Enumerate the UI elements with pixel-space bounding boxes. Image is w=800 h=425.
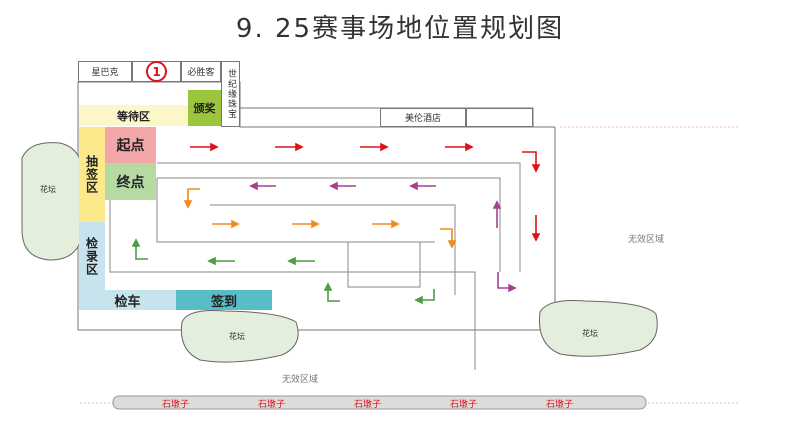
inspection-area: 检录区 bbox=[79, 222, 105, 290]
flower-bed-right-label: 花坛 bbox=[582, 329, 598, 338]
flower-bed-bottom-label: 花坛 bbox=[229, 332, 245, 341]
invalid-area-right: 无效区域 bbox=[628, 235, 665, 245]
waiting-area: 等待区 bbox=[79, 105, 188, 126]
finish-point: 终点 bbox=[105, 163, 156, 200]
stone-pier-label: 石墩子 bbox=[450, 400, 478, 410]
purple-arrows bbox=[249, 181, 517, 293]
page-title: 9. 25赛事场地位置规划图 bbox=[235, 14, 565, 44]
green-arrows bbox=[131, 238, 435, 305]
track-inner-line-2 bbox=[210, 204, 456, 295]
flower-bed-left-label: 花坛 bbox=[40, 185, 56, 194]
stone-pier-bar bbox=[112, 395, 647, 410]
shop-starbucks-label: 星巴克 bbox=[91, 68, 119, 78]
stone-pier-label: 石墩子 bbox=[546, 400, 574, 410]
hotel-label: 美伦酒店 bbox=[404, 114, 441, 124]
shop-jewelry: 世纪缘珠宝 bbox=[221, 61, 240, 127]
track-outer-line bbox=[157, 162, 521, 272]
checkin-area: 签到 bbox=[176, 290, 272, 310]
lottery-area: 抽签区 bbox=[79, 127, 105, 222]
vehicle-check-area: 检车 bbox=[79, 290, 176, 310]
flower-bed-bottom bbox=[180, 310, 299, 363]
start-point: 起点 bbox=[105, 127, 156, 163]
shop-kfc-label: 必胜客 bbox=[187, 68, 215, 78]
orange-arrows bbox=[183, 188, 457, 249]
award-area: 颁奖 bbox=[188, 90, 221, 126]
shop-marker-cell: 1 bbox=[132, 61, 181, 82]
track-inner-line-1 bbox=[157, 177, 501, 272]
shop-starbucks: 星巴克 bbox=[78, 61, 132, 82]
stone-pier-label: 石墩子 bbox=[354, 400, 382, 410]
flower-bed-left bbox=[21, 142, 84, 261]
red-arrows bbox=[190, 142, 541, 242]
hotel-annex bbox=[466, 108, 533, 127]
track-exit-line bbox=[109, 200, 476, 370]
location-marker-1: 1 bbox=[146, 61, 167, 82]
stone-pier-label: 石墩子 bbox=[258, 400, 286, 410]
track-inner-line-3 bbox=[156, 178, 435, 243]
track-loop bbox=[347, 242, 421, 288]
hotel: 美伦酒店 bbox=[380, 108, 466, 127]
invalid-area-bottom: 无效区域 bbox=[282, 375, 319, 385]
stone-pier-label: 石墩子 bbox=[162, 400, 190, 410]
shop-jewelry-label: 世纪缘珠宝 bbox=[226, 69, 236, 119]
shop-kfc: 必胜客 bbox=[181, 61, 221, 82]
flower-bed-right bbox=[538, 300, 658, 357]
